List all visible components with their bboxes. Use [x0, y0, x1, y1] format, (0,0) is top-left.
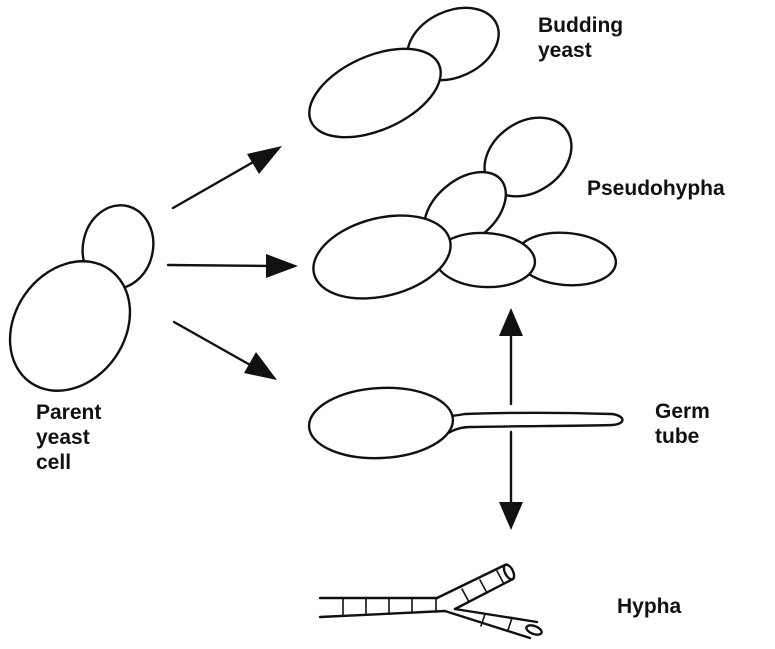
hypha-tip-lower [525, 624, 543, 637]
label-germ-tube: Germ tube [655, 399, 710, 449]
label-line: Budding [538, 13, 623, 38]
arrow-shaft [173, 161, 255, 208]
label-parent-yeast-cell: Parent yeast cell [36, 400, 101, 475]
label-line: yeast [36, 425, 101, 450]
germ-tube-mother-cell [307, 384, 454, 461]
label-hypha: Hypha [617, 594, 681, 619]
arrow-shaft [174, 322, 252, 366]
label-pseudohypha: Pseudohypha [587, 176, 725, 201]
label-line: Pseudohypha [587, 176, 725, 201]
label-budding-yeast: Budding yeast [538, 13, 623, 63]
arrow-germ-tube-to-pseudohypha [499, 308, 523, 404]
label-line: Germ [655, 399, 710, 424]
germ-tube [307, 384, 622, 461]
hypha [320, 563, 543, 638]
germ-tube-filament [434, 404, 623, 441]
label-line: tube [655, 424, 710, 449]
label-line: Parent [36, 400, 101, 425]
arrow-head [499, 308, 523, 336]
arrow-germ-tube-to-hypha [499, 432, 523, 530]
label-line: yeast [538, 38, 623, 63]
hypha-tip-upper [502, 563, 516, 581]
arrow-head [499, 502, 523, 530]
label-line: Hypha [617, 594, 681, 619]
arrow-parent-to-budding [173, 146, 282, 208]
label-line: cell [36, 450, 101, 475]
arrow-head [244, 352, 277, 380]
parent-yeast-cell [0, 199, 161, 414]
arrow-head [266, 254, 298, 278]
arrow-parent-to-germ-tube [174, 322, 277, 380]
hypha-outline [455, 609, 537, 622]
hypha-outline [437, 565, 505, 598]
arrow-parent-to-pseudohypha [168, 254, 298, 278]
arrow-shaft [168, 265, 270, 266]
arrow-head [247, 146, 282, 174]
budding-yeast [296, 0, 510, 155]
